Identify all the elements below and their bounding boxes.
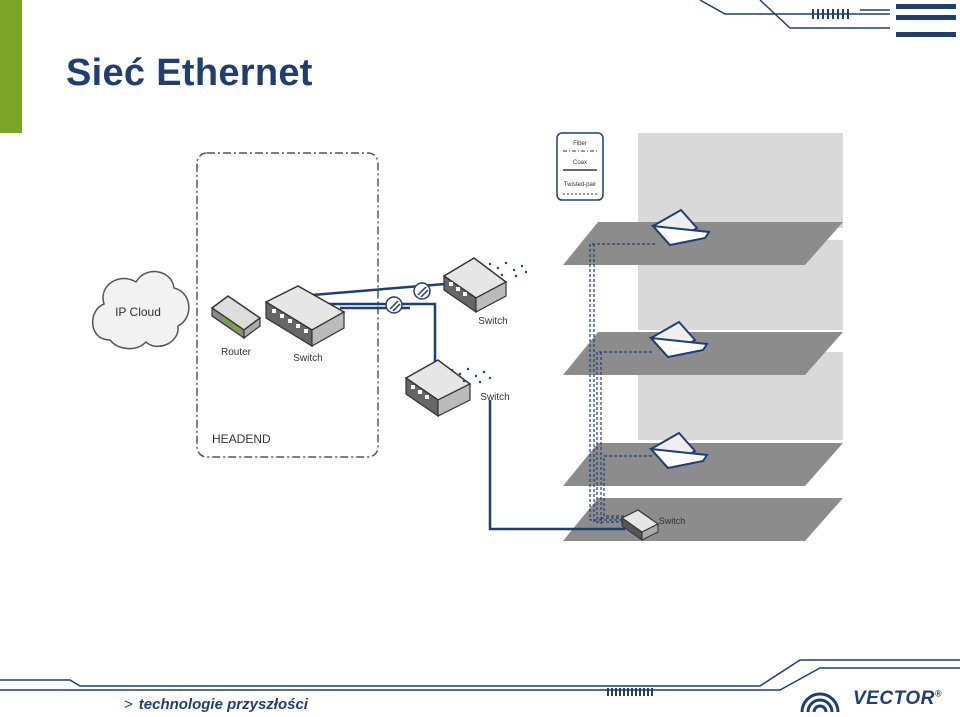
fiber-connector-icon [385, 296, 403, 314]
header-circuit-pattern [812, 4, 956, 37]
ip-cloud-label: IP Cloud [115, 305, 161, 319]
cable-legend: Fiber Coax Twisted-pair [556, 132, 604, 201]
legend-coax-label: Coax [573, 160, 587, 166]
footer-decoration [0, 659, 960, 691]
top-switch-label: Switch [478, 316, 507, 327]
mid-switch-label: Switch [480, 392, 509, 403]
laptop-icon [650, 208, 711, 247]
legend-fiber-label: Fiber [573, 141, 587, 147]
headend-label: HEADEND [212, 432, 271, 446]
building [563, 133, 843, 541]
brand-name: VECTOR® [853, 688, 942, 710]
ip-cloud: IP Cloud [91, 270, 190, 350]
laptop-icon [648, 320, 709, 359]
legend-twisted-pair-label: Twisted-pair [564, 182, 596, 188]
floor-switch-label: Switch [659, 516, 686, 526]
coax-links [299, 282, 625, 531]
header-decoration [699, 0, 890, 29]
footer-tagline: > technologie przyszłości [124, 696, 308, 713]
router-icon [210, 295, 262, 340]
switch-icon-floor [620, 509, 660, 541]
tagline-prefix: > [124, 696, 133, 713]
headend-switch-label: Switch [293, 353, 322, 364]
fiber-connector-icon [413, 282, 431, 300]
router-label: Router [221, 347, 252, 358]
twisted-pair-cabling [589, 243, 655, 524]
switch-icon-mid [404, 359, 492, 418]
switch-icon-top [442, 257, 528, 314]
floor-3 [563, 443, 843, 486]
footer-circuit-pattern [607, 688, 653, 696]
floor-2 [563, 332, 843, 375]
floor-1 [563, 222, 843, 265]
brand-mark: ® [934, 688, 942, 699]
brand-text: VECTOR [853, 688, 935, 709]
accent-bar [0, 0, 22, 133]
headend-boundary [196, 152, 379, 458]
tagline-text: technologie przyszłości [138, 696, 308, 713]
vector-logo-icon [800, 692, 840, 713]
switch-icon-headend [264, 285, 346, 348]
laptop-icon [648, 431, 709, 470]
slide-title: Sieć Ethernet [66, 52, 313, 94]
